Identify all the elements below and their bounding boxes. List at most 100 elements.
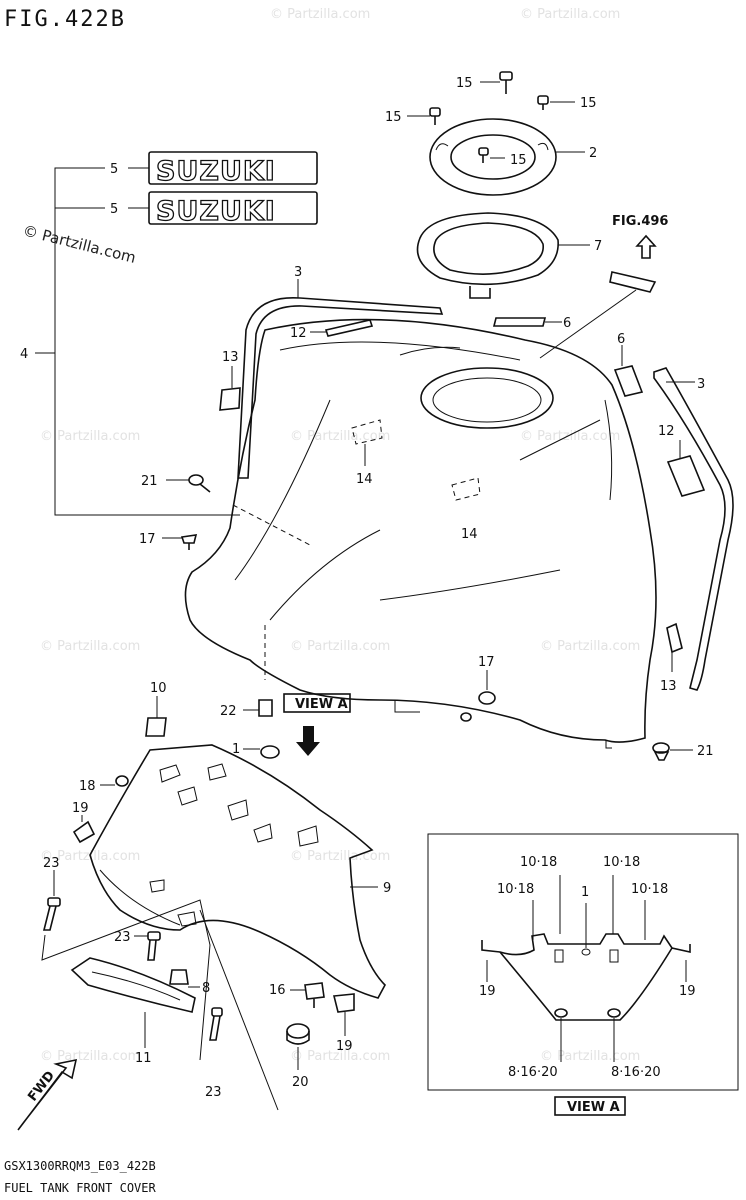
callout-21: 21 xyxy=(697,744,714,759)
callout-12: 12 xyxy=(290,326,307,341)
callout-4: 4 xyxy=(20,347,28,362)
footer-model-code: GSX1300RRQM3_E03_422B xyxy=(4,1159,156,1173)
grommet-18 xyxy=(100,775,129,787)
label-14-bottom xyxy=(451,477,481,501)
clip-22 xyxy=(243,699,273,717)
badge-text: SUZUKI xyxy=(156,196,276,227)
suzuki-badge-top: SUZUKI xyxy=(128,151,318,188)
view-a-label: VIEW A xyxy=(295,697,348,712)
callout-18: 18 xyxy=(79,779,96,794)
callout-10: 10 xyxy=(150,681,167,696)
watermark: © Partzilla.com xyxy=(520,429,620,444)
bolt-15-top xyxy=(480,71,513,94)
filler-cap-ring-2 xyxy=(429,118,585,196)
callout-19: 19 xyxy=(679,984,696,999)
nut-8 xyxy=(169,969,200,988)
watermark: © Partzilla.com xyxy=(40,1049,140,1064)
fuel-tank-front-cover xyxy=(184,318,657,749)
callout-14: 14 xyxy=(356,472,373,487)
cap-bracket-7 xyxy=(416,212,590,299)
callout-15: 15 xyxy=(456,76,473,91)
pad-12-left xyxy=(310,319,374,337)
callout-5: 5 xyxy=(110,162,118,177)
grommet-1 xyxy=(243,745,280,759)
callout-17: 17 xyxy=(139,532,156,547)
callout-7: 7 xyxy=(594,239,602,254)
callout-21: 21 xyxy=(141,474,158,489)
callout-20: 20 xyxy=(292,1075,309,1090)
pad-12-right xyxy=(666,440,706,497)
bolt-15-right xyxy=(537,95,575,110)
callout-10-18: 10·18 xyxy=(603,855,640,870)
callout-10-18: 10·18 xyxy=(520,855,557,870)
grommet-17-bottom xyxy=(478,670,496,705)
fig-496-reference: FIG.496 xyxy=(612,214,668,259)
bolt-15-left xyxy=(407,107,441,125)
callout-23: 23 xyxy=(43,856,60,871)
bolt-23-bottom xyxy=(209,1007,223,1041)
label-14-top xyxy=(351,419,383,466)
callout-19: 19 xyxy=(479,984,496,999)
watermark: © Partzilla.com xyxy=(290,639,390,654)
callout-labels: 15 15 15 15 2 7 5 5 4 3 12 6 6 3 13 12 1… xyxy=(20,76,714,1100)
watermark: © Partzilla.com xyxy=(520,7,620,22)
callout-13: 13 xyxy=(222,350,239,365)
callout-6: 6 xyxy=(617,332,625,347)
grommet-17-left xyxy=(162,534,198,550)
watermark: © Partzilla.com xyxy=(290,849,390,864)
callout-23: 23 xyxy=(114,930,131,945)
assembly-bracket-4 xyxy=(35,167,240,516)
callout-10-18: 10·18 xyxy=(497,882,534,897)
callout-17: 17 xyxy=(478,655,495,670)
callout-6: 6 xyxy=(563,316,571,331)
callout-13: 13 xyxy=(660,679,677,694)
badge-text: SUZUKI xyxy=(156,156,276,187)
watermark: © Partzilla.com xyxy=(40,639,140,654)
pad-13-right xyxy=(666,622,683,672)
callout-15: 15 xyxy=(510,153,527,168)
damper-20 xyxy=(286,1023,310,1070)
pad-6-top xyxy=(492,317,562,327)
bolt-23-left xyxy=(42,870,61,931)
callout-11: 11 xyxy=(135,1051,152,1066)
watermark: © Partzilla.com xyxy=(540,639,640,654)
clip-19-left xyxy=(72,815,96,844)
fig-496-label: FIG.496 xyxy=(612,214,668,229)
bolt-16 xyxy=(290,982,325,1008)
callout-5: 5 xyxy=(110,202,118,217)
view-a-indicator: VIEW A xyxy=(283,693,351,756)
callout-14: 14 xyxy=(461,527,478,542)
watermark-prominent: © Partzilla.com xyxy=(21,221,138,266)
watermark: © Partzilla.com xyxy=(270,7,370,22)
callout-8-16-20: 8·16·20 xyxy=(508,1065,558,1080)
callout-16: 16 xyxy=(269,983,286,998)
callout-15: 15 xyxy=(385,110,402,125)
footer-description: FUEL TANK FRONT COVER xyxy=(4,1181,156,1195)
callout-1: 1 xyxy=(581,885,589,900)
callout-23: 23 xyxy=(205,1085,222,1100)
pad-6-right xyxy=(609,271,657,293)
plate-10 xyxy=(145,696,167,737)
callout-12: 12 xyxy=(658,424,675,439)
bolt-23-mid xyxy=(134,931,161,961)
seal-strip-3-left xyxy=(237,279,444,479)
callout-1: 1 xyxy=(232,742,240,757)
callout-19: 19 xyxy=(72,801,89,816)
callout-3: 3 xyxy=(697,377,705,392)
callout-3: 3 xyxy=(294,265,302,280)
watermark: © Partzilla.com xyxy=(40,429,140,444)
fwd-arrow-icon: FWD xyxy=(17,1058,78,1131)
clip-21-right xyxy=(652,742,693,761)
clip-21-top xyxy=(166,474,211,493)
bracket-11 xyxy=(70,957,196,1048)
callout-8: 8 xyxy=(202,981,210,996)
pad-13-left xyxy=(219,366,241,411)
callout-22: 22 xyxy=(220,704,237,719)
view-a-caption: VIEW A xyxy=(554,1096,626,1116)
watermark: © Partzilla.com xyxy=(540,1049,640,1064)
clip-19-right xyxy=(332,993,355,1036)
view-a-callout-labels: 10·18 10·18 10·18 10·18 1 19 19 8·16·20 … xyxy=(479,855,696,1080)
pad-6-right-small xyxy=(613,345,644,397)
